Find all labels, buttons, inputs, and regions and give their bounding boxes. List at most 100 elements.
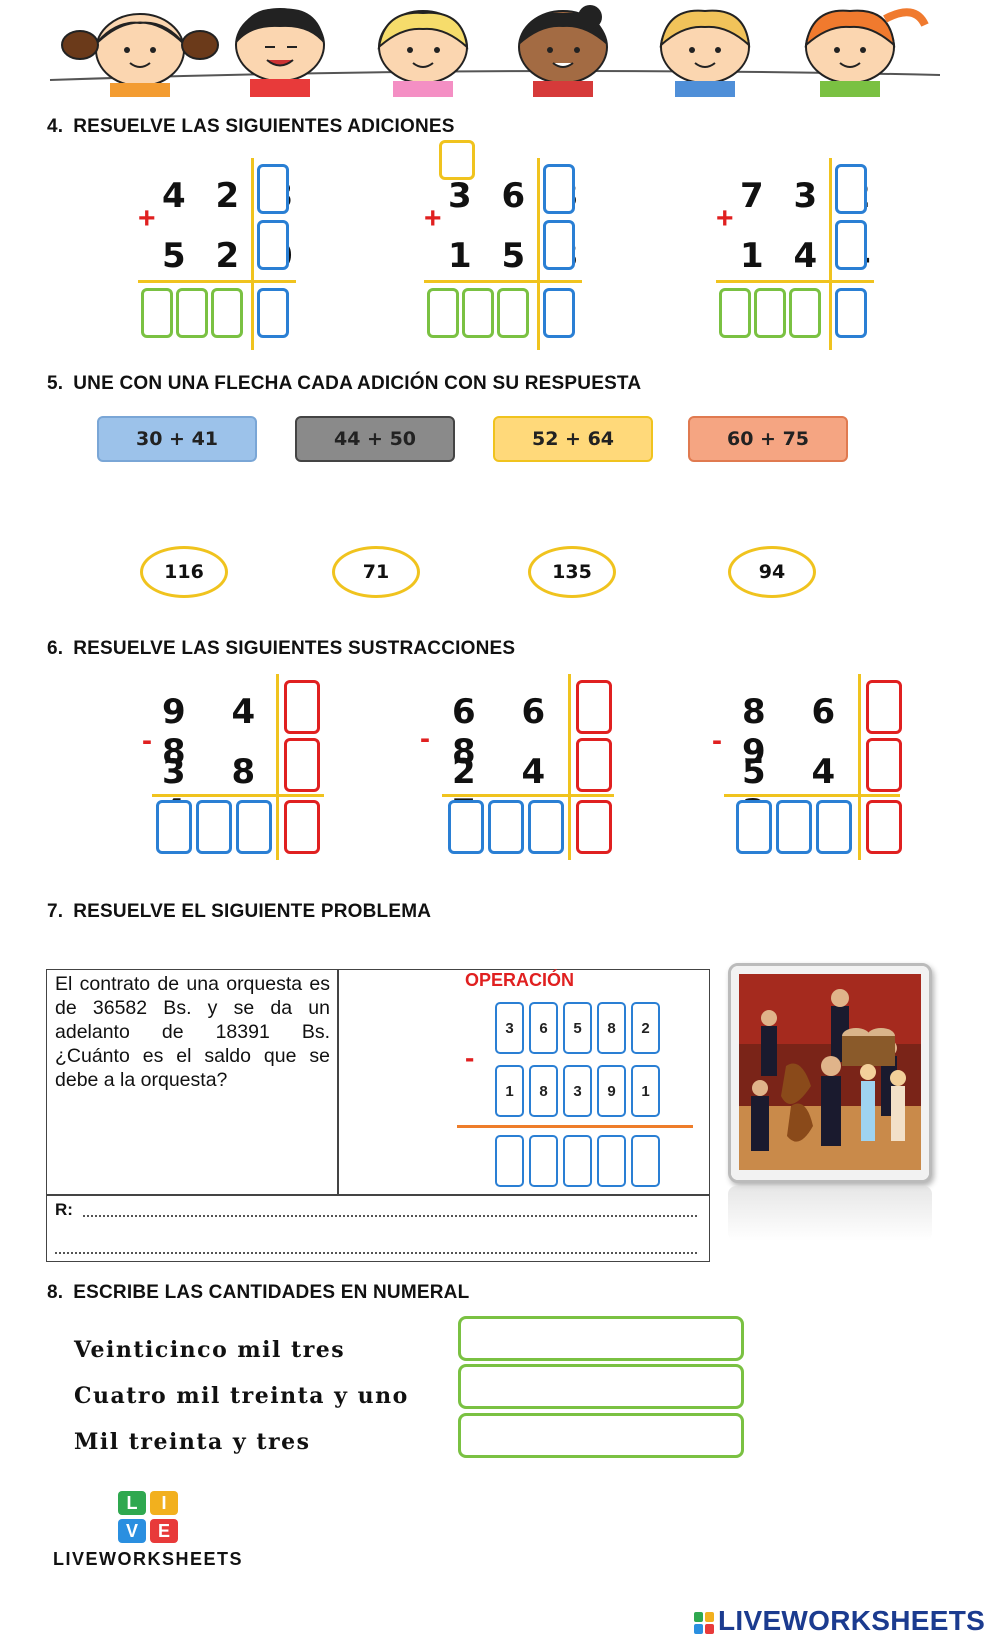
footer-brand: LIVEWORKSHEETS	[694, 1605, 985, 1637]
carry-box[interactable]	[257, 220, 289, 270]
addition-problem-1: 4 2 8 + 5 2 0	[138, 140, 368, 350]
section-5-title: 5.UNE CON UNA FLECHA CADA ADICIÓN CON SU…	[47, 373, 641, 395]
answer-digit-box[interactable]	[719, 288, 751, 338]
minuend: 9 4 8	[162, 692, 273, 772]
answer-digit-box[interactable]	[597, 1135, 626, 1187]
answer-digit-box[interactable]	[529, 1135, 558, 1187]
minuend-digit: 8	[597, 1002, 626, 1054]
answer-digit-box[interactable]	[257, 288, 289, 338]
minus-sign: -	[465, 1042, 475, 1073]
answer-digit-box[interactable]	[543, 288, 575, 338]
word-problem-text: El contrato de una orquesta es de 36582 …	[55, 973, 330, 1091]
sum-line	[138, 280, 296, 283]
carry-box[interactable]	[543, 164, 575, 214]
answer-digit-box[interactable]	[754, 288, 786, 338]
subtraction-problem-3: 8 6 9 - 5 4 3	[712, 674, 912, 884]
sum-card-3[interactable]: 52 + 64	[493, 416, 653, 462]
answer-digit-box[interactable]	[488, 800, 524, 854]
answer-digit-box[interactable]	[427, 288, 459, 338]
subtraction-problem-1: 9 4 8 - 3 8 4	[142, 674, 332, 884]
borrow-box[interactable]	[576, 738, 612, 792]
answer-digit-box[interactable]	[176, 288, 208, 338]
answer-digit-box[interactable]	[736, 800, 772, 854]
borrow-box[interactable]	[866, 680, 902, 734]
difference-line	[442, 794, 614, 797]
operation-title: OPERACIÓN	[465, 970, 575, 990]
logo-tile-l: L	[118, 1491, 146, 1515]
subtrahend-digit: 9	[597, 1065, 626, 1117]
numeral-answer-input[interactable]	[458, 1364, 744, 1409]
section-8-title: 8.ESCRIBE LAS CANTIDADES EN NUMERAL	[47, 1282, 469, 1304]
carry-box[interactable]	[257, 164, 289, 214]
answer-digit-box[interactable]	[497, 288, 529, 338]
answer-digit-box[interactable]	[236, 800, 272, 854]
answer-digit-box[interactable]	[196, 800, 232, 854]
borrow-box[interactable]	[866, 738, 902, 792]
answer-digit-box[interactable]	[631, 1135, 660, 1187]
section-4-title: 4.RESUELVE LAS SIGUIENTES ADICIONES	[47, 116, 455, 138]
place-value-divider	[276, 674, 279, 860]
answer-digit-box[interactable]	[866, 800, 902, 854]
answer-digit-box[interactable]	[448, 800, 484, 854]
sum-card-2[interactable]: 44 + 50	[295, 416, 455, 462]
answer-digit-box[interactable]	[563, 1135, 592, 1187]
answer-digit-box[interactable]	[462, 288, 494, 338]
answer-digit-box[interactable]	[141, 288, 173, 338]
answer-digit-box[interactable]	[156, 800, 192, 854]
addition-problem-3: 7 3 2 + 1 4 4	[716, 140, 946, 350]
difference-line	[457, 1125, 693, 1128]
answer-digit-box[interactable]	[495, 1135, 524, 1187]
answer-oval-1[interactable]: 116	[140, 546, 228, 598]
subtrahend-digit: 8	[529, 1065, 558, 1117]
answer-digit-box[interactable]	[816, 800, 852, 854]
answer-digit-box[interactable]	[528, 800, 564, 854]
subtraction-problem-2: 6 6 8 - 2 4 7	[420, 674, 620, 884]
answer-oval-4[interactable]: 94	[728, 546, 816, 598]
carry-box[interactable]	[835, 164, 867, 214]
addition-problem-2: 3 6 3 + 1 5 3	[424, 140, 654, 350]
carry-box[interactable]	[439, 140, 475, 180]
place-value-divider	[568, 674, 571, 860]
section-heading: UNE CON UNA FLECHA CADA ADICIÓN CON SU R…	[73, 373, 642, 394]
section-heading: RESUELVE LAS SIGUIENTES SUSTRACCIONES	[73, 638, 516, 659]
number-word-3: Mil treinta y tres	[74, 1429, 311, 1455]
section-number: 7.	[47, 901, 64, 922]
sum-card-4[interactable]: 60 + 75	[688, 416, 848, 462]
answer-digit-box[interactable]	[284, 800, 320, 854]
logo-tile-v: V	[118, 1519, 146, 1543]
minuend-digit: 6	[529, 1002, 558, 1054]
answer-line[interactable]	[83, 1215, 697, 1217]
minuend: 6 6 8	[452, 692, 563, 772]
carry-box[interactable]	[835, 220, 867, 270]
subtrahend-digit: 1	[495, 1065, 524, 1117]
logo-tile-e: E	[150, 1519, 178, 1543]
answer-digit-box[interactable]	[835, 288, 867, 338]
borrow-box[interactable]	[576, 680, 612, 734]
answer-line[interactable]	[55, 1252, 697, 1254]
section-number: 4.	[47, 116, 64, 137]
numeral-answer-input[interactable]	[458, 1413, 744, 1458]
answer-digit-box[interactable]	[211, 288, 243, 338]
minuend-digit: 3	[495, 1002, 524, 1054]
liveworksheets-mini-icon	[694, 1611, 714, 1634]
answer-digit-box[interactable]	[576, 800, 612, 854]
number-word-2: Cuatro mil treinta y uno	[74, 1383, 409, 1409]
borrow-box[interactable]	[284, 680, 320, 734]
table-divider-horizontal	[47, 1194, 709, 1196]
answer-digit-box[interactable]	[776, 800, 812, 854]
sum-card-1[interactable]: 30 + 41	[97, 416, 257, 462]
answer-digit-box[interactable]	[789, 288, 821, 338]
number-word-1: Veinticinco mil tres	[74, 1337, 346, 1363]
carry-box[interactable]	[543, 220, 575, 270]
numeral-answer-input[interactable]	[458, 1316, 744, 1361]
answer-oval-2[interactable]: 71	[332, 546, 420, 598]
place-value-divider	[537, 158, 540, 350]
answer-label: R:	[55, 1200, 73, 1219]
logo-text: LIVEWORKSHEETS	[53, 1549, 244, 1569]
borrow-box[interactable]	[284, 738, 320, 792]
section-7-title: 7. RESUELVE EL SIGUIENTE PROBLEMA	[47, 901, 431, 923]
section-heading: RESUELVE EL SIGUIENTE PROBLEMA	[73, 901, 432, 922]
liveworksheets-logo: L I V E LIVEWORKSHEETS	[50, 1487, 280, 1577]
answer-oval-3[interactable]: 135	[528, 546, 616, 598]
place-value-divider	[858, 674, 861, 860]
